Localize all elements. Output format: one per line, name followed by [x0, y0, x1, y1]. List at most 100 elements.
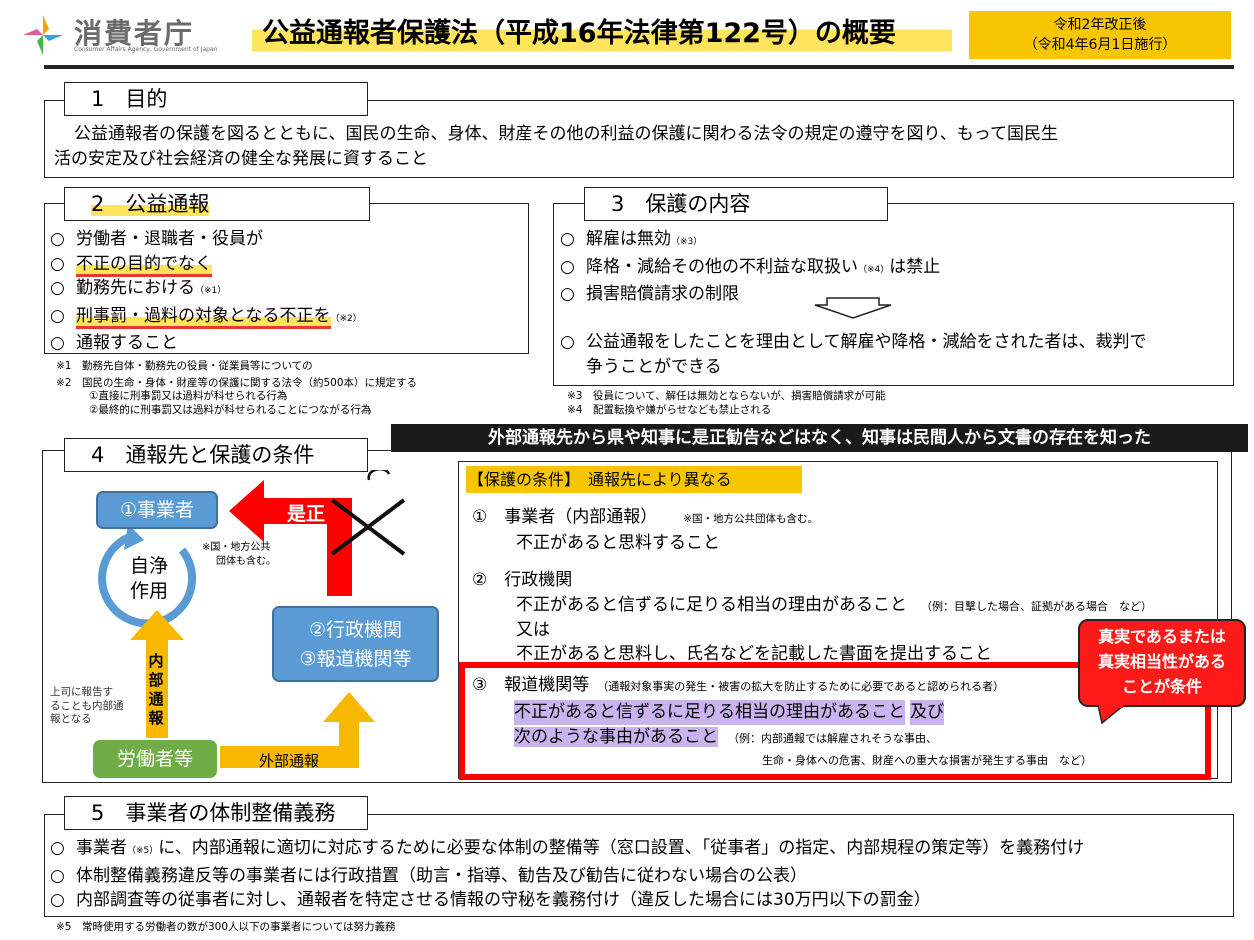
cond-3-highlight: [459, 662, 1211, 780]
purpose-heading: 1 目的: [64, 82, 368, 116]
cond-3-and: 及び: [910, 700, 945, 725]
cond-3-example-2: 生命・身体への危害、財産への重大な損害が発生する事由 など）: [762, 754, 1092, 767]
logo-text: 消費者庁: [74, 17, 195, 50]
item-text: 勤務先における: [76, 278, 195, 298]
cond-3-text: 不正があると信ずるに足りる相当の理由があること: [514, 700, 905, 725]
footnote: ※2 国民の生命・身体・財産等の保護に関する法令（約500本）に規定する: [56, 376, 418, 389]
cond-2-title: ② 行政機関: [472, 570, 573, 590]
callout-badge: 真実であるまたは 真実相当性がある ことが条件: [1078, 619, 1246, 707]
jijo-line: 自浄: [130, 555, 169, 577]
gov-note: ※国・地方公共 団体も含む。: [202, 541, 276, 568]
callout-line: 真実相当性がある: [1097, 652, 1226, 671]
item-text: に、内部通報に適切に対応するために必要な体制の整備等（窓口設置、「従事者」の指定…: [158, 838, 1085, 858]
curl-arrow-icon: [367, 470, 391, 481]
footnote: ※4 配置転換や嫌がらせなども禁止される: [567, 403, 772, 416]
list-item: ○ 解雇は無効（※3）: [560, 227, 940, 255]
whistleblowing-list: ○ 労働者・退職者・役員が ○不正の目的でなく ○ 勤務先における（※1） ○刑事罰…: [50, 227, 362, 356]
cond-3-title: ③ 報道機関等: [472, 675, 590, 695]
bullet: ○: [50, 278, 65, 298]
page-title: 公益通報者保護法（平成16年法律第122号）の概要: [252, 12, 952, 56]
obligation-note: ※5 常時使用する労働者の数が300人以下の事業者については努力義務: [56, 921, 396, 933]
conditions-heading: 4 通報先と保護の条件: [64, 438, 368, 472]
gaibu-arrow: [220, 692, 375, 768]
jijo-line: 作用: [130, 580, 169, 602]
callout-line: 真実であるまたは: [1098, 627, 1226, 646]
bullet: ○: [50, 333, 65, 353]
bullet: ○: [50, 865, 65, 886]
footnote: ②最終的に刑事罰又は過料が科せられることにつながる行為: [89, 403, 372, 416]
bullet: ○: [50, 253, 65, 274]
item-text: は禁止: [889, 256, 941, 277]
cond-3: ③ 報道機関等 （通報対象事実の発生・被害の拡大を防止するために必要であると認めら…: [472, 673, 1004, 698]
item-text: 通報すること: [76, 333, 178, 353]
item-note-ref: （※5）: [127, 846, 159, 856]
bullet: ○: [50, 229, 65, 249]
list-item: ○刑事罰・過料の対象となる不正を（※2）: [50, 304, 362, 332]
gyosei-box: ②行政機関 ③報道機関等: [272, 606, 439, 682]
down-arrow-icon: [814, 297, 892, 319]
cond-3-body: 不正があると信ずるに足りる相当の理由があること 及び 次のような事由があること （…: [514, 700, 945, 749]
gyosei-line: ③報道機関等: [299, 648, 412, 670]
naibu-arrow: [130, 610, 184, 738]
gaibu-label: 外部通報: [259, 752, 320, 770]
item-text: 内部調査等の従事者に対し、通報者を特定させる情報の守秘を義務付け（違反した場合に…: [76, 890, 931, 910]
purpose-text: 公益通報者の保護を図るとともに、国民の生命、身体、財産その他の利益の保護に関わる…: [54, 122, 1058, 172]
cond-2-example: （例：目撃した場合、証拠がある場合 など）: [921, 600, 1152, 613]
bullet: ○: [50, 890, 65, 910]
flow-diagram: [98, 470, 409, 768]
protection-box: [553, 203, 1234, 386]
cond-1-note: ※国・地方公共団体も含む。: [683, 513, 819, 525]
purpose-line-2: 活の安定及び社会経済の健全な発展に資すること: [54, 149, 428, 169]
list-item: ○ 損害賠償請求の制限: [560, 282, 940, 307]
list-item: ○ 通報すること: [50, 331, 362, 356]
gov-note-line: 団体も含む。: [216, 555, 276, 567]
date-badge: 令和2年改正後 （令和4年6月1日施行）: [969, 11, 1231, 59]
item-text: 解雇は無効: [586, 229, 671, 249]
whistleblowing-heading-text: 2 公益通報: [91, 192, 210, 216]
jijo-label: 自浄 作用: [130, 554, 168, 604]
cond-1: ① 事業者（内部通報） ※国・地方公共団体も含む。: [472, 505, 818, 530]
whistleblowing-notes: ※1 勤務先自体・勤務先の役員・従業員等についての ※2 国民の生命・身体・財産…: [56, 360, 417, 417]
bullet: ○: [560, 284, 575, 304]
conditions-panel-head: 【保護の条件】 通報先により異なる: [466, 466, 802, 493]
cond-1-title: ① 事業者（内部通報）: [472, 507, 658, 527]
header-divider: [44, 65, 1234, 69]
footnote: ※3 役員について、解任は無効とならないが、損害賠償請求が可能: [567, 390, 886, 402]
cond-3-note: （通報対象事実の発生・被害の拡大を防止するために必要であると認められる者）: [597, 680, 1005, 693]
cond-3-text: 次のような事由があること: [514, 726, 718, 747]
logo-subtext: Consumer Affairs Agency, Government of J…: [74, 46, 218, 53]
date-line-2: （令和4年6月1日施行）: [1023, 37, 1177, 53]
bullet: ○: [560, 256, 575, 277]
list-item: ○ 事業者（※5）に、内部通報に適切に対応するために必要な体制の整備等（窓口設置、…: [50, 836, 1084, 864]
date-line-1: 令和2年改正後: [1053, 17, 1147, 33]
joshi-note: 上司に報告す ることも内部通 報となる: [50, 686, 124, 727]
item-note-ref: （※3）: [671, 237, 703, 247]
obligation-heading: 5 事業者の体制整備義務: [64, 796, 368, 830]
item-note-ref: （※2）: [330, 313, 362, 324]
bullet: ○: [50, 305, 65, 326]
cond-2-text: 不正があると信ずるに足りる相当の理由があること: [516, 595, 907, 615]
whistleblowing-heading: 2 公益通報: [64, 187, 370, 221]
item-text: 体制整備義務違反等の事業者には行政措置（助言・指導、勧告及び勧告に従わない場合の…: [76, 865, 807, 886]
list-item: ○公益通報をしたことを理由として解雇や降格・減給をされた者は、裁判で: [560, 330, 1147, 355]
item-text: 労働者・退職者・役員が: [76, 229, 263, 249]
item-note-ref: （※4）: [858, 264, 890, 275]
gyosei-line: ②行政機関: [308, 619, 403, 641]
obligation-box: [44, 814, 1234, 917]
item-note-ref: （※1）: [195, 286, 227, 296]
cond-2-body: 不正があると信ずるに足りる相当の理由があること （例：目撃した場合、証拠がある場合…: [516, 593, 1152, 667]
footnote: ①直接に刑事罰又は過料が科せられる行為: [89, 390, 288, 402]
item-text: 損害賠償請求の制限: [586, 284, 739, 304]
list-item: ○ 体制整備義務違反等の事業者には行政措置（助言・指導、勧告及び勧告に従わない場合…: [50, 864, 1084, 889]
bullet: ○: [50, 838, 65, 858]
footnote: ※1 勤務先自体・勤務先の役員・従業員等についての: [56, 360, 313, 372]
list-item: ○不正の目的でなく: [50, 252, 362, 277]
callout-line: ことが条件: [1121, 677, 1202, 696]
cond-3-example: （例：内部通報では解雇されそうな事由、: [728, 731, 937, 745]
item-text: 事業者: [76, 838, 127, 858]
protection-heading: 3 保護の内容: [584, 187, 888, 221]
bullet: ○: [560, 229, 575, 249]
self-cleaning-arrow: [98, 531, 197, 628]
rodosha-box: 労働者等: [93, 740, 217, 778]
protection-court: ○公益通報をしたことを理由として解雇や降格・減給をされた者は、裁判で 争うことが…: [560, 330, 1147, 379]
